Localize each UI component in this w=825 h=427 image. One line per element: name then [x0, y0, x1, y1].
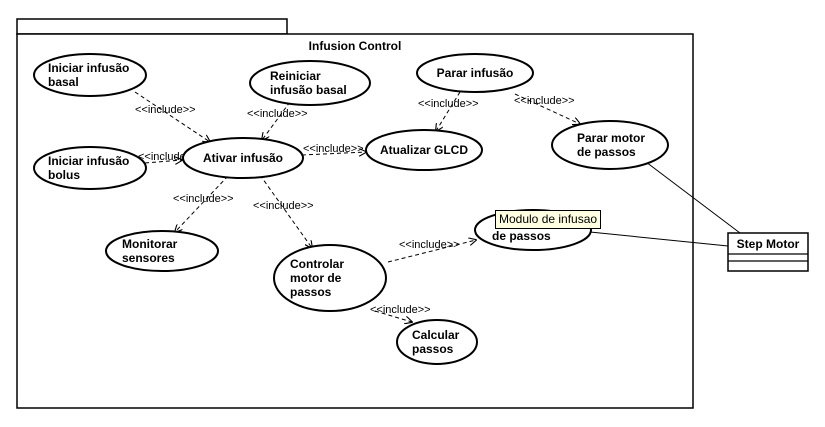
svg-text:Atualizar GLCD: Atualizar GLCD	[380, 143, 468, 157]
svg-text:passos: passos	[290, 285, 332, 299]
use-case-iniciar-basal[interactable]: Iniciar infusão basal	[33, 53, 147, 97]
svg-text:Iniciar infusão: Iniciar infusão	[48, 154, 129, 168]
svg-text:Iniciar infusão: Iniciar infusão	[48, 61, 129, 75]
use-case-calcular-passos[interactable]: Calcular passos	[396, 319, 478, 365]
use-case-ativar-infusao[interactable]: Ativar infusão	[182, 137, 304, 179]
use-case-parar-infusao[interactable]: Parar infusão	[416, 53, 534, 93]
svg-text:motor de: motor de	[290, 271, 342, 285]
include-bolus-to-ativar	[144, 160, 182, 163]
include-label: <<include>>	[135, 104, 196, 116]
include-label: <<include>>	[418, 98, 479, 110]
include-label: <<include>>	[303, 143, 364, 155]
include-ativar-to-glcd	[301, 152, 366, 155]
svg-text:Parar motor: Parar motor	[577, 131, 645, 145]
include-label: <<include>>	[514, 95, 575, 107]
svg-text:de passos: de passos	[492, 229, 551, 243]
svg-text:bolus: bolus	[48, 168, 80, 182]
use-case-reiniciar-basal[interactable]: Reiniciar infusão basal	[249, 60, 371, 106]
svg-text:de passos: de passos	[577, 145, 636, 159]
include-label: <<include>>	[173, 193, 234, 205]
svg-text:Monitorar: Monitorar	[122, 237, 178, 251]
include-label: <<include>>	[370, 304, 431, 316]
svg-text:Ativar infusão: Ativar infusão	[203, 151, 283, 165]
actor-step-motor[interactable]: Step Motor	[727, 232, 809, 272]
use-case-atualizar-glcd[interactable]: Atualizar GLCD	[365, 129, 483, 171]
include-reiniciar-to-ativar	[262, 101, 291, 140]
association-parar-motor	[645, 161, 741, 234]
tooltip: Modulo de infusao	[495, 210, 602, 229]
svg-text:Controlar: Controlar	[290, 257, 344, 271]
use-case-parar-motor[interactable]: Parar motor de passos	[551, 120, 669, 170]
include-label: <<include>>	[253, 200, 314, 212]
actor-name: Step Motor	[737, 237, 800, 251]
package-tab	[16, 18, 288, 35]
package-title: Infusion Control	[309, 39, 402, 53]
include-basal-to-ativar	[134, 91, 210, 142]
svg-text:Calcular: Calcular	[412, 328, 460, 342]
use-case-monitorar-sensores[interactable]: Monitorar sensores	[105, 230, 219, 272]
svg-text:sensores: sensores	[122, 251, 175, 265]
include-label: <<include>>	[247, 108, 308, 120]
include-ativar-to-controlar	[259, 174, 312, 248]
svg-text:basal: basal	[48, 75, 79, 89]
include-parar-to-motor	[514, 93, 580, 124]
association-modulo	[589, 231, 729, 247]
use-case-controlar-motor[interactable]: Controlar motor de passos	[273, 244, 387, 312]
svg-text:Parar infusão: Parar infusão	[437, 66, 514, 80]
include-controlar-to-modulo	[387, 240, 476, 263]
include-ativar-to-monitorar	[175, 175, 229, 232]
use-case-iniciar-bolus[interactable]: Iniciar infusão bolus	[33, 146, 147, 190]
include-parar-to-glcd	[436, 91, 461, 131]
include-label: <<include>>	[399, 239, 460, 251]
svg-text:passos: passos	[412, 342, 454, 356]
svg-text:infusão basal: infusão basal	[270, 83, 347, 97]
svg-text:Reiniciar: Reiniciar	[270, 69, 321, 83]
